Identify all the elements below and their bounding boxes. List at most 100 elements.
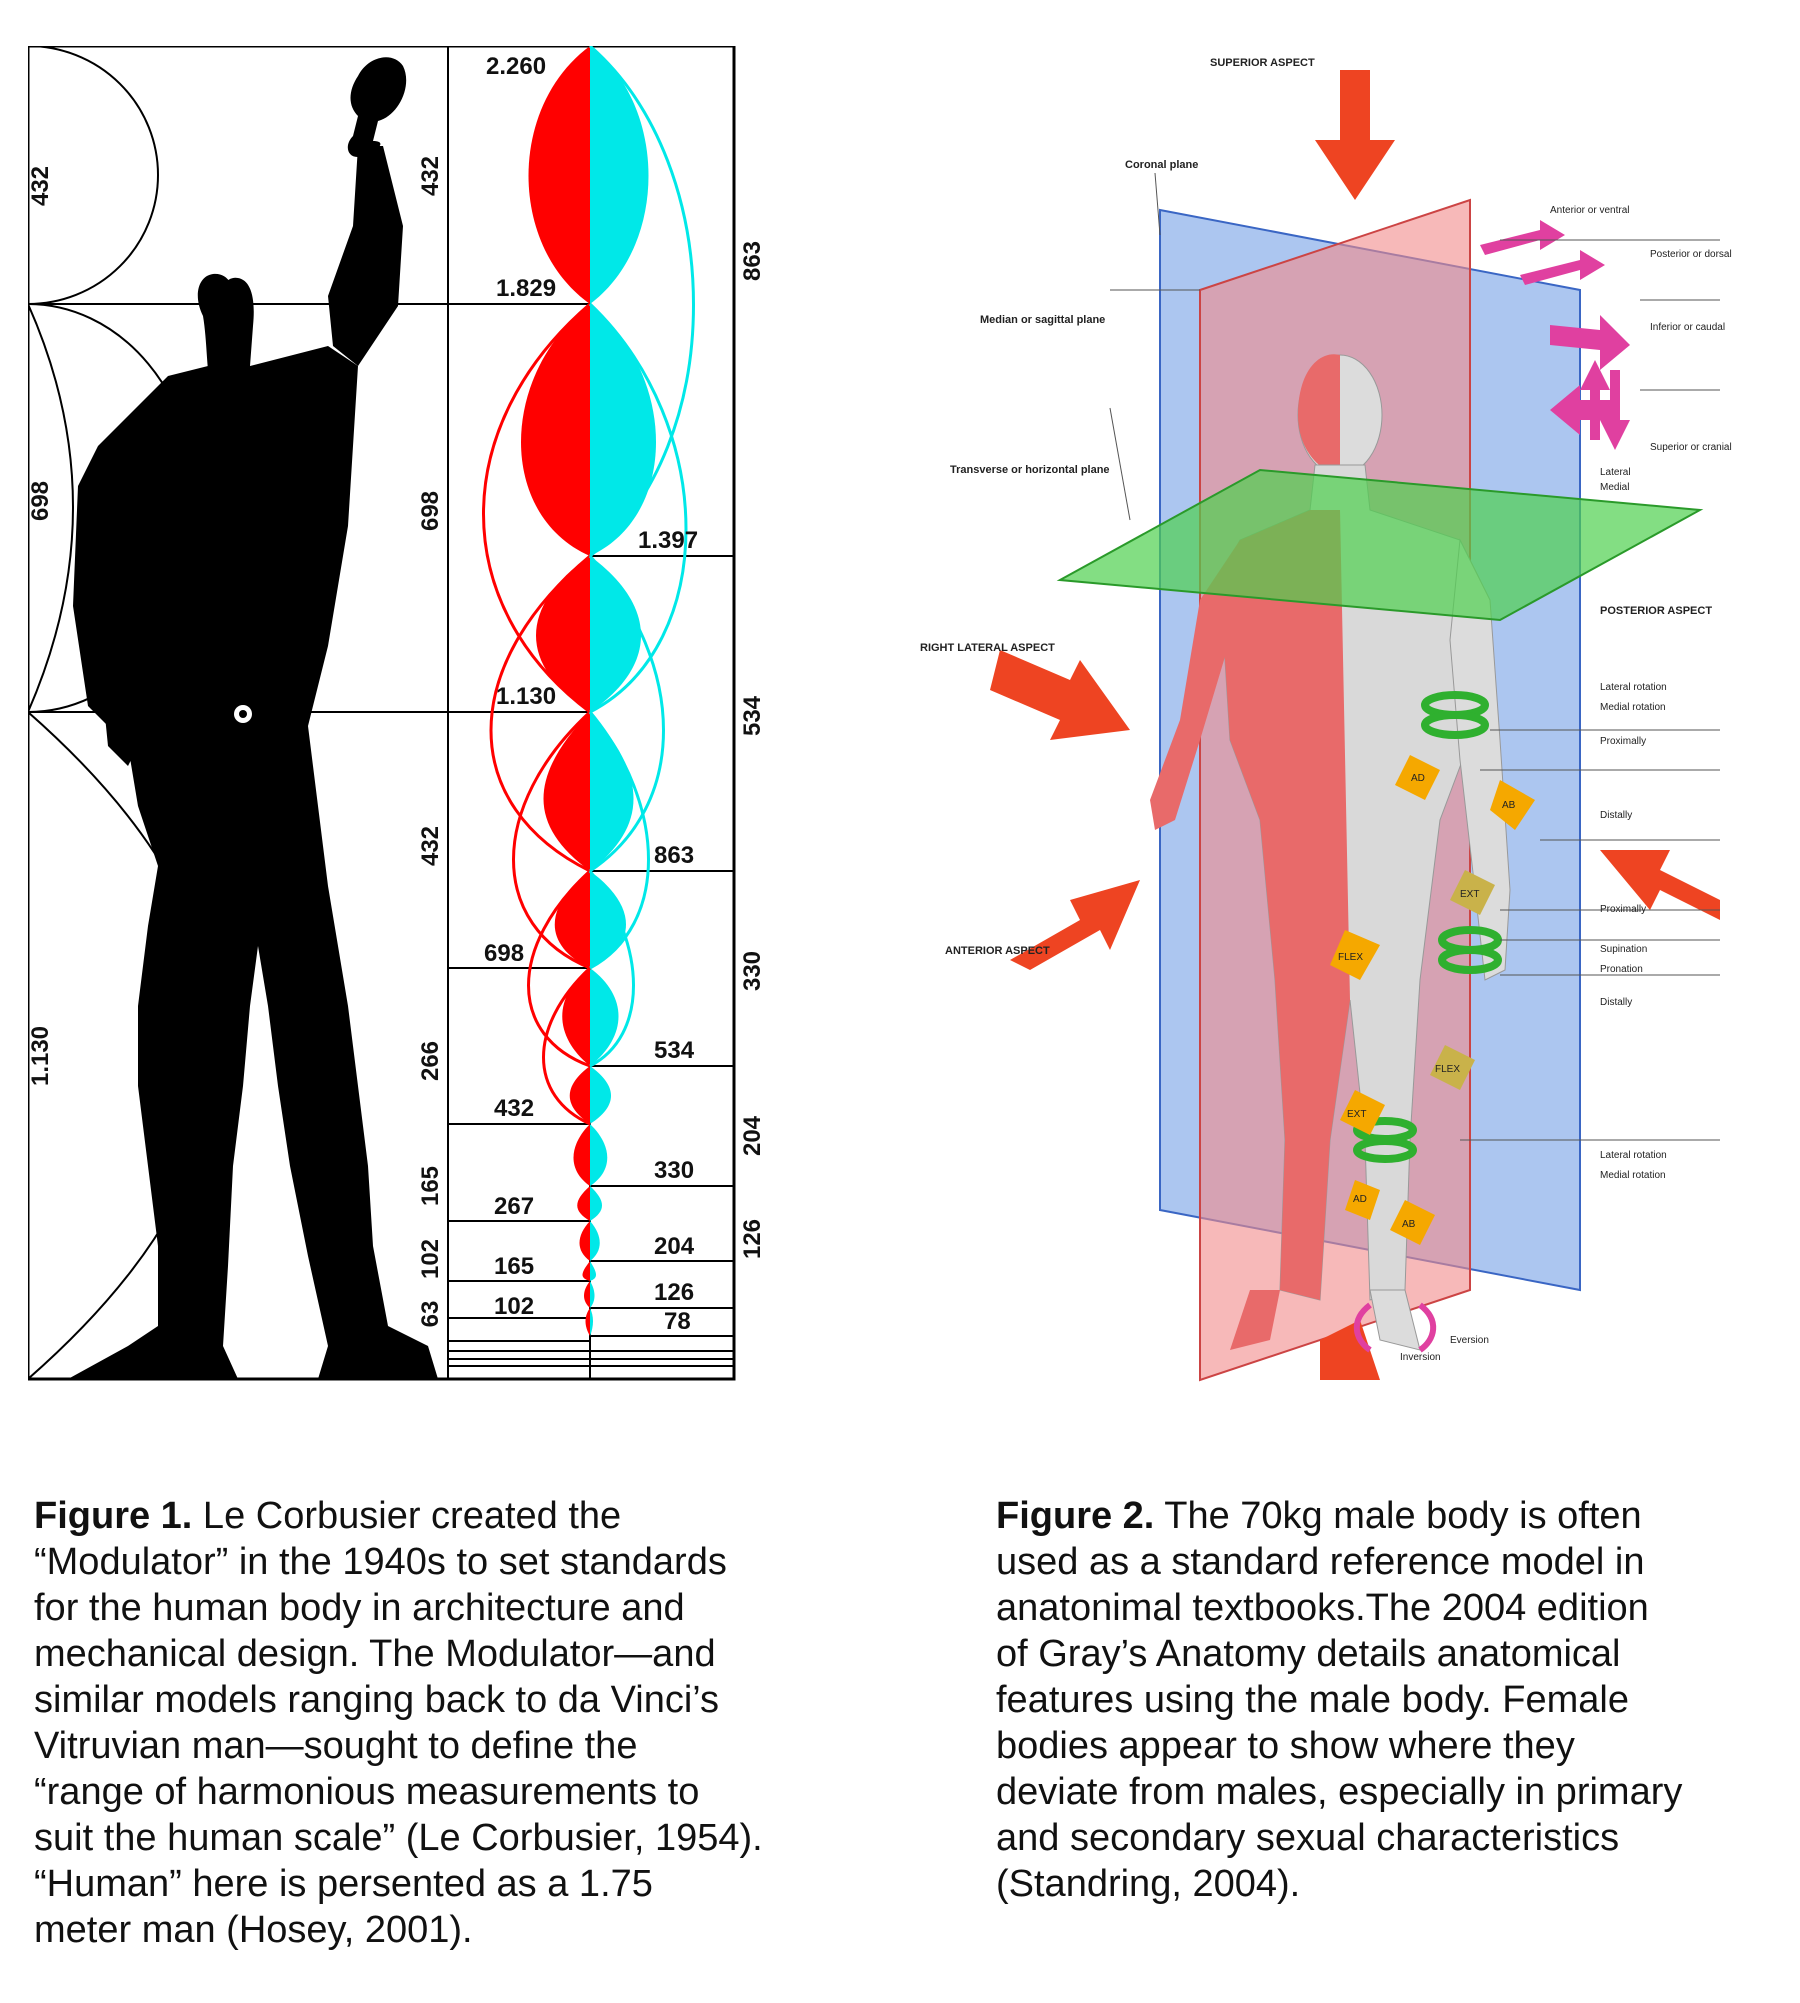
label-transverse-plane: Transverse or horizontal plane	[950, 464, 1110, 476]
rotation-rings	[1353, 691, 1502, 1163]
figure2-caption-label: Figure 2.	[996, 1495, 1155, 1537]
tag-flex-2: FLEX	[1435, 1064, 1460, 1075]
caption-line: Figure 2. The 70kg male body is often	[996, 1495, 1642, 1537]
blue-value-204: 204	[654, 1233, 695, 1260]
center-label-165: 165	[417, 1166, 444, 1206]
left-label-1130: 1.130	[28, 1026, 54, 1086]
caption-line: similar models ranging back to da Vinci’…	[34, 1679, 720, 1721]
red-value-698: 698	[484, 940, 524, 967]
label-anterior-aspect: ANTERIOR ASPECT	[945, 945, 1050, 957]
red-value-267: 267	[494, 1193, 534, 1220]
caption-line: bodies appear to show where they	[996, 1725, 1575, 1767]
transverse-plane	[1056, 468, 1704, 622]
red-value-1829: 1.829	[496, 275, 556, 302]
blue-value-126: 126	[654, 1279, 694, 1306]
red-value-432: 432	[494, 1095, 534, 1122]
label-coronal-plane: Coronal plane	[1125, 159, 1198, 171]
left-label-698: 698	[28, 481, 54, 521]
caption-line: “range of harmonious measurements to	[34, 1771, 700, 1813]
right-label-330: 330	[739, 951, 766, 991]
label-distally-2: Distally	[1600, 997, 1632, 1008]
label-eversion: Eversion	[1450, 1335, 1489, 1346]
figure2-caption: Figure 2. The 70kg male body is often us…	[996, 1493, 1756, 1907]
superior-arrow-icon	[1315, 70, 1395, 200]
label-posterior-dorsal: Posterior or dorsal	[1650, 249, 1732, 260]
caption-line: for the human body in architecture and	[34, 1587, 685, 1629]
anterior-arrow-icon	[1010, 880, 1140, 970]
label-supination: Supination	[1600, 944, 1647, 955]
caption-line: and secondary sexual characteristics	[996, 1817, 1620, 1859]
blue-value-78: 78	[664, 1308, 691, 1335]
red-value-165: 165	[494, 1253, 534, 1280]
modulator-figure: 432 698 1.130 432 698 432 266 165 102 63	[26, 44, 736, 1381]
right-label-204: 204	[739, 1115, 766, 1156]
direction-arrows	[1480, 220, 1630, 450]
label-superior-aspect: SUPERIOR ASPECT	[1210, 57, 1315, 69]
label-medial-rotation-2: Medial rotation	[1600, 1170, 1666, 1181]
label-posterior-aspect: POSTERIOR ASPECT	[1600, 605, 1712, 617]
left-label-432: 432	[28, 166, 54, 206]
label-superior-cranial: Superior or cranial	[1650, 442, 1732, 453]
label-lateral-rotation-2: Lateral rotation	[1600, 1150, 1667, 1161]
caption-line: Vitruvian man—sought to define the	[34, 1725, 638, 1767]
modulator-scale	[448, 44, 734, 1367]
label-lateral-rotation-1: Lateral rotation	[1600, 682, 1667, 693]
modulator-right-scale-labels: 863 534 330 204 126	[739, 241, 766, 1259]
red-value-102: 102	[494, 1293, 534, 1320]
label-inferior-caudal: Inferior or caudal	[1650, 322, 1725, 333]
figure1-caption-label: Figure 1.	[34, 1495, 193, 1537]
right-label-863: 863	[739, 241, 766, 281]
caption-line: anatonimal textbooks.The 2004 edition	[996, 1587, 1649, 1629]
caption-line: features using the male body. Female	[996, 1679, 1629, 1721]
caption-line: deviate from males, especially in primar…	[996, 1771, 1683, 1813]
label-medial-rotation-1: Medial rotation	[1600, 702, 1666, 713]
inferior-arrow-icon	[1320, 1320, 1380, 1380]
figure1-caption: Figure 1. Le Corbusier created the “Modu…	[34, 1493, 834, 1953]
center-label-432a: 432	[417, 156, 444, 196]
red-value-2260: 2.260	[486, 53, 546, 80]
tag-ad-1: AD	[1411, 773, 1425, 784]
caption-line: suit the human scale” (Le Corbusier, 195…	[34, 1817, 763, 1859]
anatomy-figure: AD AB EXT FLEX FLEX EXT AD AB	[900, 40, 1760, 1390]
anatomy-diagram: AD AB EXT FLEX FLEX EXT AD AB	[920, 57, 1732, 1382]
modulator-man-silhouette	[68, 57, 438, 1380]
caption-line: used as a standard reference model in	[996, 1541, 1645, 1583]
tag-ad-2: AD	[1353, 1194, 1367, 1205]
caption-line: of Gray’s Anatomy details anatomical	[996, 1633, 1621, 1675]
tag-ext-2: EXT	[1347, 1109, 1366, 1120]
aspect-arrows	[990, 70, 1720, 1380]
tag-ext-1: EXT	[1460, 889, 1479, 900]
label-distally-1: Distally	[1600, 810, 1632, 821]
label-proximally-1: Proximally	[1600, 736, 1646, 747]
caption-line: “Human” here is persented as a 1.75	[34, 1863, 653, 1905]
center-label-698: 698	[417, 491, 444, 531]
label-lateral: Lateral	[1600, 467, 1631, 478]
label-pronation: Pronation	[1600, 964, 1643, 975]
caption-line: mechanical design. The Modulator—and	[34, 1633, 716, 1675]
blue-value-863: 863	[654, 842, 694, 869]
center-label-266: 266	[417, 1041, 444, 1081]
red-value-1130: 1.130	[496, 683, 556, 710]
label-proximally-2: Proximally	[1600, 904, 1646, 915]
modulator-diagram: 432 698 1.130 432 698 432 266 165 102 63	[26, 44, 736, 1381]
tag-flex-1: FLEX	[1338, 952, 1363, 963]
label-anterior-ventral: Anterior or ventral	[1550, 205, 1629, 216]
tag-ab-1: AB	[1502, 800, 1516, 811]
caption-line: (Standring, 2004).	[996, 1863, 1301, 1905]
right-lateral-arrow-icon	[990, 650, 1130, 740]
center-label-102: 102	[417, 1239, 444, 1279]
tag-ab-2: AB	[1402, 1219, 1416, 1230]
center-label-432b: 432	[417, 826, 444, 866]
posterior-arrow-icon	[1600, 850, 1720, 920]
caption-line: “Modulator” in the 1940s to set standard…	[34, 1541, 727, 1583]
movement-tags: AD AB EXT FLEX FLEX EXT AD AB	[1330, 755, 1535, 1245]
center-label-63: 63	[417, 1301, 444, 1328]
caption-line: Figure 1. Le Corbusier created the	[34, 1495, 622, 1537]
blue-value-534: 534	[654, 1037, 695, 1064]
male-body	[1150, 354, 1511, 1351]
caption-line: meter man (Hosey, 2001).	[34, 1909, 473, 1951]
blue-value-1397: 1.397	[638, 527, 698, 554]
label-right-lateral-aspect: RIGHT LATERAL ASPECT	[920, 642, 1055, 654]
blue-value-330: 330	[654, 1157, 694, 1184]
label-median-plane: Median or sagittal plane	[980, 314, 1105, 326]
